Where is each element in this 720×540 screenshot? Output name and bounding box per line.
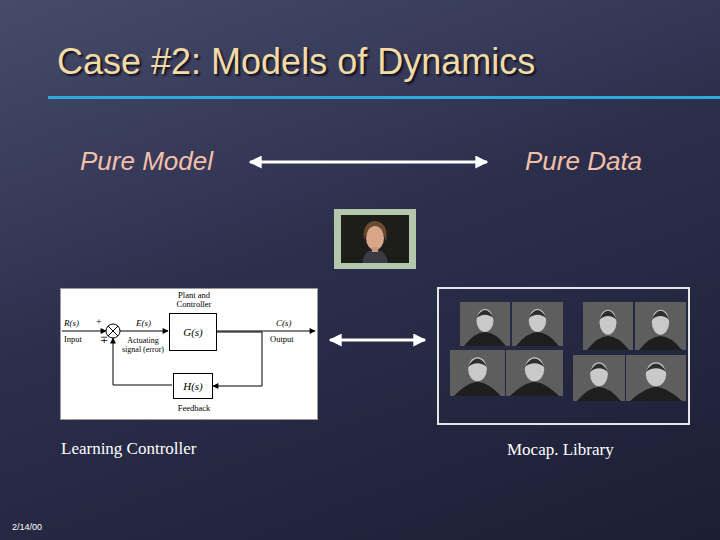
signal-label: Actuating signal (error)	[120, 336, 166, 354]
sign-symbol: +	[96, 317, 102, 327]
mocap-photo	[626, 355, 686, 401]
block-heading: Plant and Controller	[162, 291, 226, 309]
mocap-photo	[635, 302, 686, 350]
transfer-function: H(s)	[174, 380, 212, 392]
signal-name: E(s)	[136, 318, 151, 328]
face-thumbnail	[334, 209, 416, 269]
controller-panel: Learning ControllerPlant and ControllerG…	[60, 288, 318, 420]
spectrum-arrow	[250, 161, 487, 164]
relation-arrow	[330, 339, 425, 342]
feedback-block: H(s)Feedback	[173, 373, 213, 399]
mocap-photos	[450, 302, 686, 401]
sign-symbol: ∓	[100, 335, 108, 345]
plant-block: Plant and ControllerG(s)	[169, 313, 217, 351]
mocap-library-box: Mocap. Library	[437, 287, 690, 425]
signal-label: Input	[64, 334, 82, 344]
mocap-photo	[450, 350, 505, 396]
mocap-photo	[583, 302, 633, 350]
signal-name: R(s)	[64, 318, 79, 328]
block-label: Feedback	[168, 404, 220, 413]
mocap-photo	[573, 355, 625, 401]
transfer-function: G(s)	[170, 326, 216, 338]
spectrum-end-label: Pure Data	[525, 146, 642, 176]
spectrum-end-label: Pure Model	[80, 146, 213, 176]
slide-title: Case #2: Models of Dynamics	[57, 42, 535, 82]
signal-label: Output	[270, 334, 294, 344]
title-rule	[48, 96, 720, 99]
panel-caption: Mocap. Library	[507, 440, 687, 460]
mocap-photo	[512, 302, 563, 346]
mocap-photo	[506, 350, 563, 396]
signal-name: C(s)	[276, 318, 292, 328]
slide-date: 2/14/00	[12, 522, 42, 532]
panel-caption: Learning Controller	[61, 439, 301, 459]
mocap-photo	[460, 302, 510, 346]
